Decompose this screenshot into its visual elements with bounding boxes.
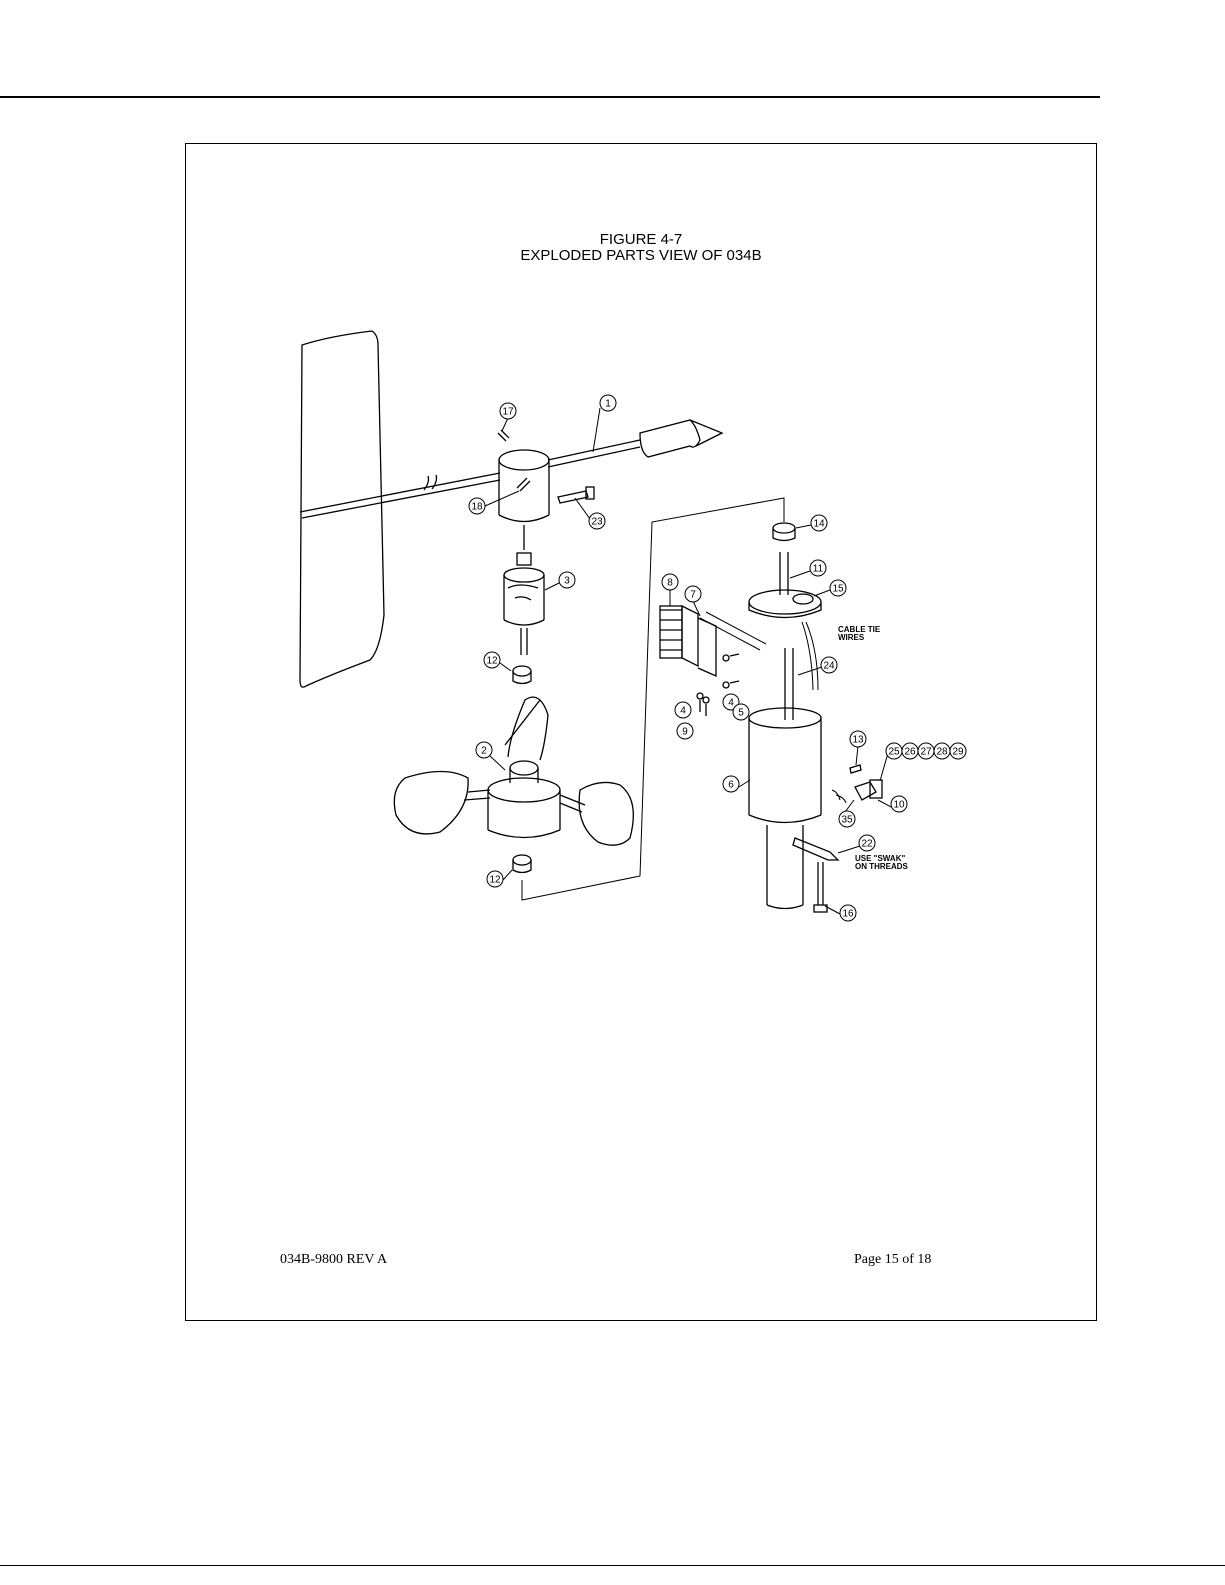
callout-leader-7 bbox=[693, 601, 700, 616]
callout-label-25: 25 bbox=[888, 747, 900, 758]
callout-label-13: 13 bbox=[852, 735, 864, 746]
document-id: 034B-9800 REV A bbox=[280, 1252, 387, 1268]
callout-label-24: 24 bbox=[823, 661, 835, 672]
callout-label-5: 5 bbox=[738, 708, 744, 719]
callout-leader-15 bbox=[814, 590, 830, 596]
callout-leader-1 bbox=[593, 408, 600, 452]
callout-leader-2 bbox=[490, 756, 505, 770]
callout-label-12: 12 bbox=[486, 656, 498, 667]
callout-label-35: 35 bbox=[841, 815, 853, 826]
callout-leader-6 bbox=[739, 780, 750, 787]
callout-label-7: 7 bbox=[690, 590, 696, 601]
callout-leader-23 bbox=[575, 498, 590, 519]
callout-label-4: 4 bbox=[728, 698, 734, 709]
callout-label-17: 17 bbox=[502, 407, 514, 418]
callout-leader-12 bbox=[503, 870, 512, 880]
callout-label-12: 12 bbox=[489, 875, 501, 886]
callout-label-2: 2 bbox=[481, 746, 487, 757]
callout-label-1: 1 bbox=[605, 399, 611, 410]
callout-leader-22 bbox=[838, 846, 860, 853]
callout-leader-10 bbox=[878, 800, 891, 807]
annotation-wires: WIRES bbox=[838, 633, 865, 642]
callout-label-14: 14 bbox=[813, 519, 825, 530]
callout-leader-14 bbox=[796, 525, 811, 528]
callout-label-26: 26 bbox=[904, 747, 916, 758]
callout-label-4: 4 bbox=[680, 706, 686, 717]
callout-leader-18 bbox=[485, 491, 519, 506]
callout-label-16: 16 bbox=[842, 909, 854, 920]
callout-label-10: 10 bbox=[893, 800, 905, 811]
callout-leader-11 bbox=[790, 571, 810, 578]
callout-label-23: 23 bbox=[591, 517, 603, 528]
annotation-swak-2: ON THREADS bbox=[855, 862, 909, 871]
callout-label-6: 6 bbox=[728, 780, 734, 791]
callout-label-27: 27 bbox=[920, 747, 932, 758]
callout-leader-24 bbox=[798, 667, 822, 675]
callout-label-15: 15 bbox=[832, 584, 844, 595]
callout-leader-17 bbox=[502, 418, 508, 431]
callout-leader-35 bbox=[845, 800, 854, 812]
callout-label-18: 18 bbox=[471, 502, 483, 513]
callout-label-9: 9 bbox=[682, 727, 688, 738]
callout-label-29: 29 bbox=[952, 747, 964, 758]
callout-leader-16 bbox=[825, 906, 840, 914]
callout-label-22: 22 bbox=[861, 839, 873, 850]
callout-leader-13 bbox=[856, 746, 858, 765]
callout-label-3: 3 bbox=[564, 576, 570, 587]
callout-label-8: 8 bbox=[667, 578, 673, 589]
callout-leader-12 bbox=[500, 663, 511, 671]
callout-label-28: 28 bbox=[936, 747, 948, 758]
callout-label-11: 11 bbox=[813, 564, 824, 575]
callout-leader-3 bbox=[545, 583, 559, 590]
callout-leader-25 bbox=[880, 753, 888, 781]
page-number: Page 15 of 18 bbox=[854, 1252, 931, 1268]
